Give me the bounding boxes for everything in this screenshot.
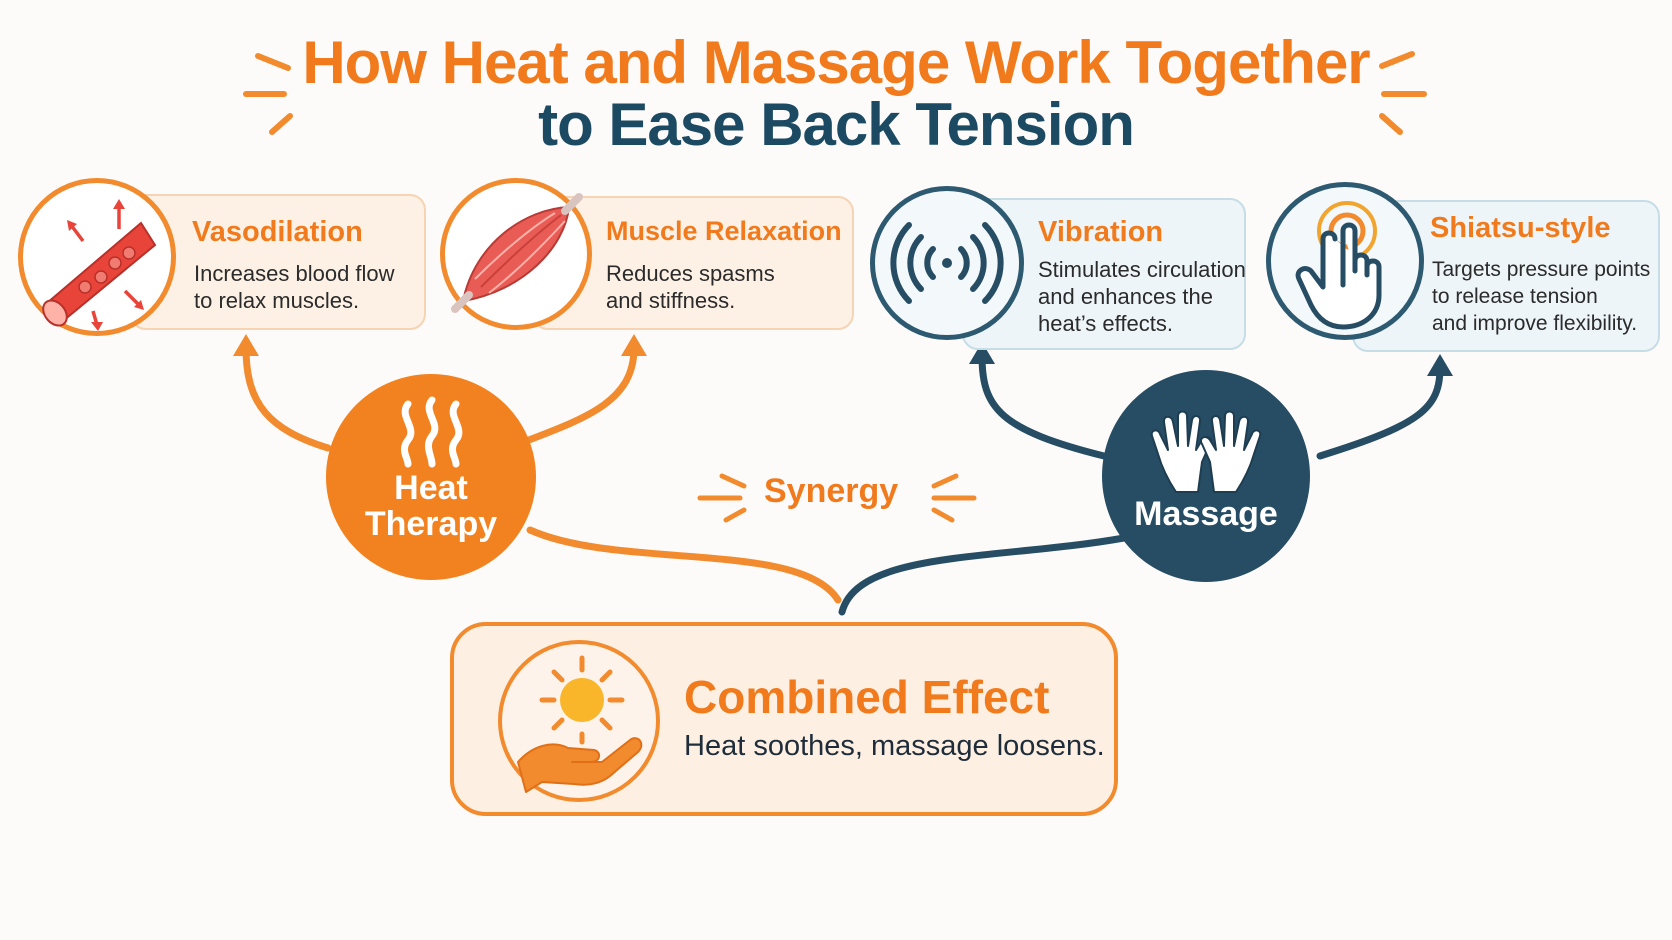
synergy-burst-right — [931, 473, 977, 523]
title-burst-left — [243, 53, 293, 135]
vibration-title: Vibration — [1038, 216, 1164, 248]
vasodilation-description: Increases blood flow to relax muscles. — [194, 261, 395, 313]
arrow-massage-to-combined — [838, 534, 1128, 616]
vibration-icon-circle — [870, 186, 1024, 340]
combined-effect-title: Combined Effect — [684, 671, 1050, 723]
shiatsu-title: Shiatsu-style — [1430, 212, 1611, 244]
pressure-point-hand-icon — [1295, 201, 1382, 330]
muscle-icon-circle — [440, 178, 592, 330]
arrow-heat-to-vasodilation — [242, 344, 332, 452]
combined-effect-box: Combined Effect Heat soothes, massage lo… — [450, 622, 1118, 816]
arrow-massage-to-shiatsu — [1316, 364, 1444, 460]
combined-effect-description: Heat soothes, massage loosens. — [684, 730, 1105, 762]
arrow-heat-to-muscle — [504, 344, 638, 452]
arrowhead-shiatsu — [1427, 354, 1453, 376]
arrowhead-muscle — [621, 334, 647, 356]
synergy-label: Synergy — [764, 472, 899, 510]
heat-therapy-label: Heat Therapy — [364, 469, 498, 543]
vasodilation-icon-circle — [18, 178, 176, 336]
vasodilation-title: Vasodilation — [192, 216, 363, 248]
heat-therapy-node: Heat Therapy — [326, 374, 536, 580]
shiatsu-icon-circle — [1266, 182, 1424, 340]
hands-icon — [1150, 410, 1262, 493]
vibration-icon — [890, 222, 1004, 304]
muscle-relaxation-description: Reduces spasms and stiffness. — [606, 261, 775, 313]
combined-icon-circle — [498, 640, 660, 802]
card-vasodilation — [130, 194, 426, 330]
arrowhead-vibration — [969, 342, 995, 364]
sun-in-hand-icon — [517, 655, 643, 793]
title-line-2: to Ease Back Tension — [538, 91, 1135, 158]
arrow-heat-to-combined — [526, 526, 842, 604]
massage-node: Massage — [1102, 370, 1310, 582]
massage-label: Massage — [1134, 495, 1278, 533]
heat-waves-icon — [400, 396, 463, 468]
muscle-relaxation-title: Muscle Relaxation — [606, 216, 842, 246]
synergy-burst-left — [697, 473, 747, 523]
title-burst-right — [1379, 51, 1427, 135]
arrow-massage-to-vibration — [978, 352, 1108, 460]
title-line-1: How Heat and Massage Work Together — [302, 29, 1370, 96]
vibration-description: Stimulates circulation and enhances the … — [1038, 257, 1246, 336]
arrowhead-vasodilation — [233, 334, 259, 356]
blood-vessel-icon — [42, 199, 157, 331]
muscle-icon — [451, 193, 583, 313]
shiatsu-description: Targets pressure points to release tensi… — [1432, 258, 1651, 335]
